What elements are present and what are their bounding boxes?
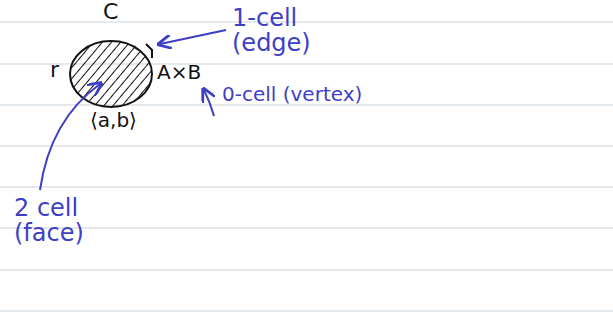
vertex-mark	[146, 44, 152, 58]
edge-pointer	[160, 30, 226, 44]
vertex-pointer	[204, 90, 214, 116]
hatched-face	[70, 41, 152, 107]
edge-name: ⟨a,b⟩	[90, 110, 137, 131]
ruled-lines	[0, 22, 613, 311]
face-note: 2 cell (face)	[14, 196, 98, 246]
edge-name: r	[50, 58, 59, 81]
edge-note: 1-cell (edge)	[232, 6, 328, 56]
edge-name: C	[103, 0, 118, 23]
face-pointer	[40, 84, 100, 190]
vertex-name: A×B	[157, 62, 201, 83]
vertex-note: 0-cell (vertex)	[222, 84, 362, 105]
